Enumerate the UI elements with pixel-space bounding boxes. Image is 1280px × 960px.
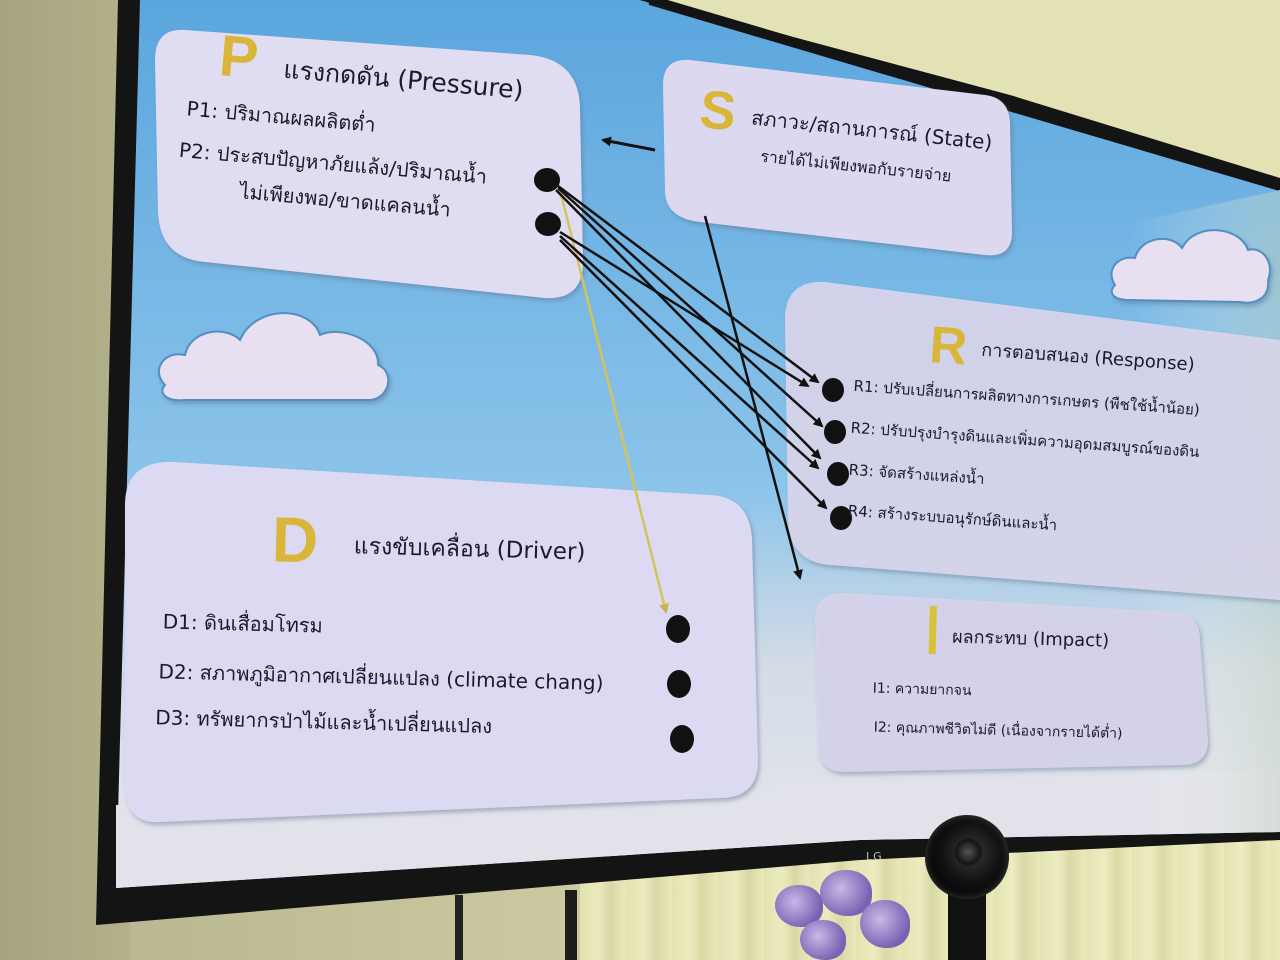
impact-letter: [928, 605, 937, 655]
node-d2: [667, 670, 691, 698]
webcam-lens-icon: [953, 837, 983, 867]
node-d1: [666, 615, 690, 643]
node-r2: [824, 420, 846, 444]
driver-letter: D: [271, 503, 319, 576]
cloud-decoration-left: [158, 312, 390, 402]
node-r4: [830, 506, 852, 530]
driver-item-1: D1: ดินเสื่อมโทรม: [163, 607, 324, 637]
arrow-p1-to-d1: [558, 189, 669, 614]
tv-stand-rear: [455, 895, 463, 960]
pressure-letter: P: [217, 23, 261, 91]
webcam-mount: [948, 890, 986, 960]
pressure-box: [155, 29, 583, 299]
cloud-decoration-right: [1110, 229, 1271, 304]
impact-title: ผลกระทบ (Impact): [952, 627, 1110, 652]
orchid-flower: [800, 920, 846, 960]
node-r1: [822, 378, 844, 402]
webcam: [925, 815, 1009, 899]
orchid-flower: [820, 870, 872, 916]
tv-brand-logo: LG: [866, 850, 883, 863]
response-box: [785, 281, 1280, 600]
driver-box: [125, 461, 758, 823]
impact-box: [815, 592, 1208, 772]
tv-stand: [565, 890, 577, 960]
impact-item-1: I1: ความยากจน: [873, 681, 973, 700]
node-p2: [535, 212, 561, 236]
arrow-state-to-pressure: [601, 136, 656, 152]
node-r3: [827, 462, 849, 486]
node-d3: [670, 725, 694, 753]
state-box: [663, 59, 1012, 256]
state-letter: S: [697, 79, 739, 142]
response-letter: R: [928, 316, 970, 376]
node-p1: [534, 168, 560, 192]
orchid-flower: [860, 900, 910, 948]
arrow-state-to-impact: [703, 215, 803, 580]
